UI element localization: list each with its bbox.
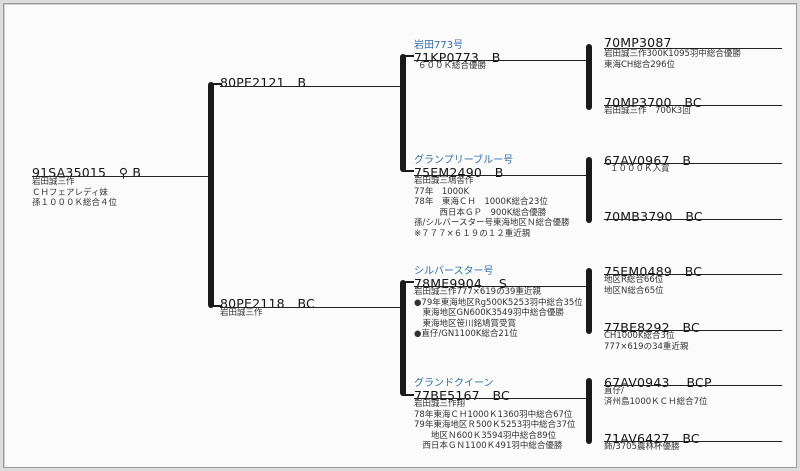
bracket-gen2	[586, 268, 592, 334]
gen3-underline	[604, 385, 782, 386]
gen3-info: 姉/3705農林杯優勝	[604, 442, 680, 453]
gen2-info-line: 77年 1000K	[414, 186, 470, 197]
gen2-bird-name: グランドクイーン	[414, 378, 494, 389]
gen2-info-line: 78年 東海ＣＨ 1000K総合23位	[414, 197, 548, 208]
gen3-underline	[604, 441, 782, 442]
gen3-info-line: 777×619の34重近親	[604, 341, 689, 352]
gen2-bird-name: グランプリーブルー号	[414, 155, 514, 166]
gen2-underline	[414, 60, 586, 61]
gen2-code: 78ME9904 S	[414, 276, 508, 291]
gen3-info: １０００Ｋ入賞	[610, 164, 670, 175]
gen3-code: 70MB3790 BC	[604, 209, 703, 224]
gen2-info-line: 東海地区GN600K3549羽中総合優勝	[414, 308, 564, 319]
root-underline	[32, 176, 210, 177]
gen2-info-line: 岩田誠三作777×619の39重近親	[414, 287, 541, 297]
bracket-gen2	[586, 44, 592, 110]
gen2-info-line: 西日本ＧＰ 900K総合優勝	[414, 207, 547, 218]
gen2-info-line: ●79年東海地区Rg500K5253羽中総合35位	[414, 297, 583, 308]
gen3-info: 岩田誠三作300K1095羽中総合優勝 東海CH総合296位	[604, 49, 741, 70]
gen2-info: 岩田誠三鳩舎作 77年 1000K 78年 東海ＣＨ 1000K総合23位 西日…	[414, 176, 569, 240]
gen3-underline	[604, 105, 782, 106]
gen3-info-line: 済州島1000ＫＣＨ総合7位	[604, 396, 708, 407]
gen3-info-line: 岩田誠三作300K1095羽中総合優勝	[604, 49, 741, 59]
gen3-code: 70MP3087	[604, 35, 672, 50]
gen2-info-line: 孫/シルバースター号東海地区Ｎ総合優勝	[414, 218, 570, 229]
bracket-tick	[402, 394, 414, 396]
gen2-info: 岩田誠三作777×619の39重近親 ●79年東海地区Rg500K5253羽中総…	[414, 287, 583, 340]
gen3-code: 67AV0943 BCP	[604, 375, 712, 390]
bracket-gen2	[586, 378, 592, 444]
gen3-code: 67AV0967 B	[604, 153, 692, 168]
gen2-info: 岩田誠三作翔 78年東海ＣＨ1000Ｋ1360羽中総合67位 79年東海地区Ｒ5…	[414, 399, 576, 452]
gen3-underline	[604, 219, 782, 220]
gen2-underline	[414, 286, 586, 287]
bracket-tick	[210, 83, 222, 85]
gen3-underline	[604, 274, 782, 275]
bracket-tick	[402, 170, 414, 172]
gen2-info-line: 地区Ｎ600Ｋ3594羽中総合89位	[414, 430, 557, 441]
gen3-code: 70MP3700 BC	[604, 95, 702, 110]
gen3-code: 77BE8292 BC	[604, 320, 700, 335]
gen3-info: 直仔/ 済州島1000ＫＣＨ総合7位	[604, 386, 708, 407]
gen2-underline	[414, 398, 586, 399]
root-info-line: 孫１０００Ｋ総合４位	[32, 198, 118, 209]
gen3-info-line: 姉/3705農林杯優勝	[604, 442, 680, 452]
gen3-info: CH1000K総合3位 777×619の34重近親	[604, 331, 688, 352]
gen3-underline	[604, 163, 782, 164]
gen2-info: ６００Ｋ総合優勝	[418, 61, 486, 72]
gen2-bird-name: シルバースター号	[414, 266, 494, 277]
gen2-info-line: 岩田誠三鳩舎作	[414, 176, 474, 186]
bracket-tick	[402, 55, 414, 57]
gen2-info-line: 西日本ＧＮ1100Ｋ491羽中総合優勝	[414, 441, 563, 452]
gen3-info-line: CH1000K総合3位	[604, 331, 675, 341]
gen2-code: 77BE5167 BC	[414, 388, 510, 403]
bracket-tick	[402, 281, 414, 283]
gen3-info: 地区R総合66位 地区N総合65位	[604, 275, 664, 296]
gen2-info-line: ６００Ｋ総合優勝	[418, 61, 487, 71]
gen2-code: 75EM2490 B	[414, 165, 504, 180]
dam-info-line: 岩田誠三作	[220, 308, 263, 318]
pedigree-sheet: 91SA35015 ♀ B 岩田誠三作 ＣＨフェアレディ妹 孫１０００Ｋ総合４位…	[3, 3, 797, 468]
root-info-line: 岩田誠三作	[32, 177, 75, 187]
gen3-info-line: 地区R総合66位	[604, 275, 664, 285]
gen3-info-line: 岩田誠三作 700K3回	[604, 106, 691, 116]
bracket-sire	[400, 54, 406, 172]
gen3-info-line: １０００Ｋ入賞	[610, 164, 670, 174]
gen2-info-line: 岩田誠三作翔	[414, 399, 466, 409]
gen2-info-line: 東海地区笹川銘鳩賞受賞	[414, 318, 517, 329]
gen2-underline	[414, 175, 586, 176]
bracket-gen2	[586, 157, 592, 223]
dam-info: 岩田誠三作	[220, 308, 263, 319]
gen2-info-line: 78年東海ＣＨ1000Ｋ1360羽中総合67位	[414, 409, 573, 420]
sire-underline	[220, 86, 400, 87]
gen2-info-line: 79年東海地区Ｒ500Ｋ5253羽中総合37位	[414, 420, 576, 431]
gen2-info-line: ●直仔/GN1100K総合21位	[414, 329, 518, 340]
gen3-info-line: 東海CH総合296位	[604, 59, 676, 70]
bracket-tick	[210, 305, 222, 307]
gen3-underline	[604, 48, 782, 49]
bracket-root	[208, 82, 214, 308]
gen2-bird-name: 岩田773号	[414, 40, 464, 51]
gen3-info-line: 直仔/	[604, 386, 624, 396]
bracket-dam	[400, 280, 406, 396]
gen3-code: 71AV6427 BC	[604, 431, 700, 446]
dam-underline	[220, 307, 400, 308]
gen3-code: 75EM0489 BC	[604, 264, 703, 279]
gen2-code: 71KP0773 B	[414, 50, 501, 65]
gen3-info: 岩田誠三作 700K3回	[604, 106, 691, 117]
root-info-line: ＣＨフェアレディ妹	[32, 187, 108, 198]
gen3-info-line: 地区N総合65位	[604, 285, 664, 296]
root-info: 岩田誠三作 ＣＨフェアレディ妹 孫１０００Ｋ総合４位	[32, 177, 117, 209]
gen3-underline	[604, 330, 782, 331]
sire-code: 80PE2121 B	[220, 75, 307, 90]
gen2-info-line: ※７７７×６１９の１２重近親	[414, 228, 531, 239]
